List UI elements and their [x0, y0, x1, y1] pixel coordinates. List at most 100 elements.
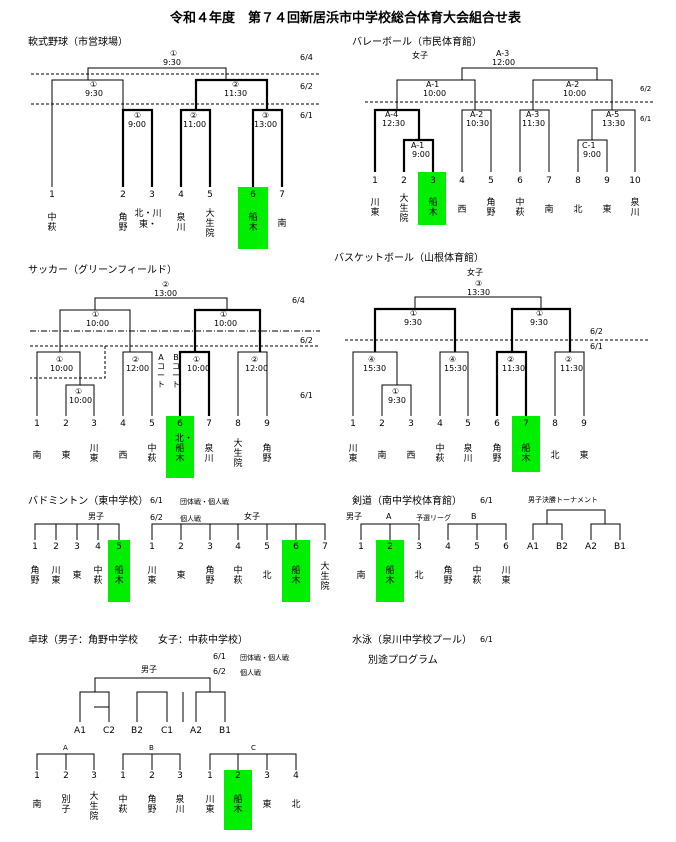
match-no: ① — [92, 310, 100, 319]
school-name: 川東 — [89, 444, 99, 464]
match-time: 13:30 — [467, 288, 491, 297]
entry-number: 3 — [416, 542, 422, 552]
highlight-funaki — [418, 172, 446, 225]
match-no: ① — [56, 355, 64, 364]
entry-number: 4 — [459, 176, 465, 186]
match-no: A-3 — [526, 110, 540, 119]
match-time: 10:00 — [214, 319, 238, 328]
match-no: A-2 — [470, 110, 484, 119]
baseball-heading: 軟式野球（市営球場） — [28, 37, 128, 48]
bracket-line — [136, 691, 168, 722]
match-no: ② — [162, 280, 170, 289]
entry-number: 4 — [120, 419, 126, 429]
school-name: 中萩 — [472, 566, 482, 586]
entry-number: 3 — [177, 771, 183, 781]
highlight-funaki — [166, 416, 194, 478]
date-label: 6/1 — [213, 652, 226, 661]
match-time: 11:00 — [183, 120, 207, 129]
entry-number: 2 — [379, 419, 385, 429]
school-name: 中萩 — [515, 198, 525, 218]
match-no: ② — [190, 111, 198, 120]
match-no: ① — [90, 80, 98, 89]
school-name: 西 — [118, 451, 128, 461]
entry-number: 1 — [372, 176, 378, 186]
school-name: 東 — [579, 451, 589, 461]
group-label: A — [63, 744, 68, 752]
school-name: 西 — [406, 451, 416, 461]
entry-number: 2 — [63, 771, 69, 781]
entry-number: 5 — [465, 419, 471, 429]
entry-number: 5 — [488, 176, 494, 186]
entry-number: 5 — [116, 542, 122, 552]
match-no: A-3 — [496, 49, 510, 58]
entry-number: 1 — [49, 190, 55, 200]
match-no: ④ — [449, 355, 457, 364]
entry-number: 6 — [293, 542, 299, 552]
event-note: 個人戦 — [180, 515, 201, 523]
match-time: 9:00 — [412, 150, 430, 159]
bracket-line — [447, 523, 507, 540]
entry-number: 5 — [264, 542, 270, 552]
bracket-line — [510, 307, 572, 352]
highlight-funaki — [224, 770, 252, 830]
match-time: 15:30 — [444, 364, 468, 373]
school-name: 北 — [291, 800, 301, 810]
match-time: 10:30 — [466, 119, 490, 128]
final-slot: A2 — [585, 542, 597, 552]
school-name: 角野 — [118, 213, 128, 233]
bracket-line — [65, 384, 95, 416]
match-time: 13:00 — [154, 289, 178, 298]
bracket-line — [195, 691, 226, 722]
match-no: ② — [251, 355, 259, 364]
entry-number: 7 — [206, 419, 212, 429]
court-label: Aコート — [157, 353, 165, 389]
school-name: 中萩 — [93, 566, 103, 586]
highlight-funaki — [376, 540, 404, 602]
school-name: 泉川 — [175, 795, 185, 815]
bracket-line — [591, 109, 636, 172]
date-label: 6/1 — [150, 496, 163, 505]
school-name: 角野 — [205, 566, 215, 586]
entry-number: 8 — [552, 419, 558, 429]
bracket-line — [495, 350, 528, 416]
date-label: 6/2 — [150, 513, 163, 522]
match-no: ① — [410, 309, 418, 318]
bracket-line — [122, 753, 181, 770]
bracket-line — [352, 351, 398, 416]
event-note: 個人戦 — [240, 669, 261, 677]
match-no: ① — [134, 111, 142, 120]
gender-label: 男子 — [88, 512, 104, 521]
match-time: 9:30 — [85, 89, 103, 98]
bracket-line — [461, 67, 598, 80]
volleyball-heading: バレーボール（市民体育館） — [352, 37, 482, 48]
school-name: 泉川 — [204, 444, 214, 464]
highlight-funaki — [238, 187, 268, 249]
match-time: 10:00 — [86, 319, 110, 328]
date-label: 6/4 — [300, 53, 313, 62]
badminton-heading: バドミントン（東中学校） — [28, 496, 149, 507]
entry-number: 2 — [235, 771, 241, 781]
league-label: 予選リーグ — [416, 514, 451, 522]
entry-number: 2 — [63, 419, 69, 429]
entry-number: 1 — [350, 419, 356, 429]
school-name: 大生院 — [320, 562, 330, 592]
entry-number: 6 — [517, 176, 523, 186]
school-name: 大生院 — [205, 209, 215, 239]
school-name: 角野 — [486, 198, 496, 218]
bracket-line — [121, 108, 154, 187]
final-slot: A2 — [190, 726, 202, 736]
entry-number: 8 — [235, 419, 241, 429]
entry-number: 7 — [523, 419, 529, 429]
bracket-line — [36, 351, 81, 416]
entry-number: 2 — [53, 542, 59, 552]
match-time: 10:00 — [563, 89, 587, 98]
bracket-line — [414, 296, 542, 309]
match-time: 10:00 — [423, 89, 447, 98]
match-time: 9:00 — [583, 150, 601, 159]
school-name: 北 — [550, 451, 560, 461]
school-name: 北・川東・ — [134, 209, 162, 230]
school-name: 泉川 — [630, 198, 640, 218]
bracket-line — [209, 753, 297, 770]
school-name: 大生院 — [89, 792, 99, 822]
